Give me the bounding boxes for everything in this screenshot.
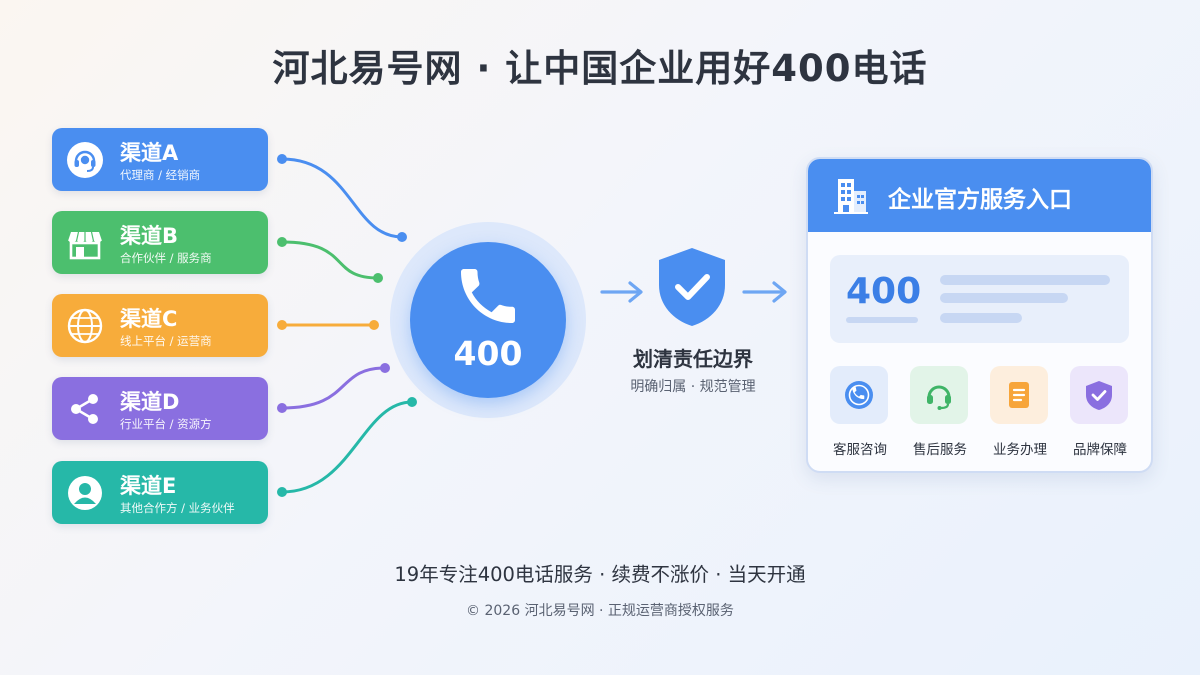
connector-dot — [369, 320, 379, 330]
channel-card-e[interactable]: 渠道E 其他合作方 / 业务伙伴 — [52, 461, 268, 524]
channel-card-c[interactable]: 渠道C 线上平台 / 运营商 — [52, 294, 268, 357]
support-phone-icon — [845, 381, 873, 409]
channel-name: 渠道E — [120, 474, 177, 498]
official-service-panel: 企业官方服务入口 400 客服咨询 售后服务 — [806, 157, 1153, 473]
number-card: 400 — [830, 255, 1129, 343]
connector-dot — [277, 320, 287, 330]
page-title: 河北易号网 · 让中国企业用好400电话 — [272, 47, 928, 90]
channel-name: 渠道B — [120, 224, 179, 248]
hub-400-circle[interactable]: 400 — [410, 242, 566, 398]
placeholder-bar — [940, 293, 1068, 303]
hub-label: 400 — [453, 334, 523, 373]
service-label: 品牌保障 — [1073, 442, 1127, 458]
boundary-title: 划清责任边界 — [633, 347, 753, 371]
placeholder-bar — [940, 275, 1110, 285]
channel-name: 渠道C — [120, 307, 178, 331]
channel-desc: 代理商 / 经销商 — [120, 168, 201, 182]
headset-icon — [67, 142, 103, 178]
channel-card-d[interactable]: 渠道D 行业平台 / 资源方 — [52, 377, 268, 440]
panel-title: 企业官方服务入口 — [888, 187, 1072, 213]
connector-line — [281, 400, 413, 494]
channel-desc: 行业平台 / 资源方 — [120, 417, 212, 431]
connector-dot — [380, 363, 390, 373]
service-business[interactable]: 业务办理 — [990, 366, 1050, 458]
connector-line — [281, 366, 386, 410]
placeholder-bar — [940, 313, 1022, 323]
footer-tagline: 19年专注400电话服务 · 续费不涨价 · 当天开通 — [394, 563, 806, 586]
connector-dot — [397, 232, 407, 242]
globe-icon — [67, 308, 103, 344]
connector-dot — [277, 237, 287, 247]
phone-icon — [461, 269, 515, 323]
connector-dot — [277, 487, 287, 497]
arrow-right-icon — [600, 281, 643, 303]
document-icon — [1009, 382, 1029, 408]
headset-icon — [927, 385, 951, 410]
channel-card-a[interactable]: 渠道A 代理商 / 经销商 — [52, 128, 268, 191]
service-brand-guarantee[interactable]: 品牌保障 — [1070, 366, 1130, 458]
official-number: 400 — [846, 271, 922, 312]
service-label: 客服咨询 — [833, 442, 887, 458]
footer-copyright: © 2026 河北易号网 · 正规运营商授权服务 — [466, 603, 734, 619]
connector-line — [281, 240, 379, 280]
channel-desc: 线上平台 / 运营商 — [120, 334, 212, 348]
user-icon — [68, 476, 102, 510]
connector-dot — [407, 397, 417, 407]
service-label: 售后服务 — [913, 442, 967, 458]
shield-check-icon — [1086, 381, 1112, 410]
panel-header: 企业官方服务入口 — [808, 159, 1151, 232]
shield-check-icon — [659, 248, 725, 326]
boundary-subtitle: 明确归属 · 规范管理 — [630, 379, 756, 395]
channel-card-b[interactable]: 渠道B 合作伙伴 / 服务商 — [52, 211, 268, 274]
channel-name: 渠道D — [120, 390, 180, 414]
service-customer-consult[interactable]: 客服咨询 — [830, 366, 890, 458]
connector-dot — [277, 154, 287, 164]
channel-desc: 合作伙伴 / 服务商 — [120, 251, 212, 265]
placeholder-bar — [846, 317, 918, 323]
storefront-icon — [67, 231, 103, 260]
share-icon — [71, 394, 98, 424]
channel-desc: 其他合作方 / 业务伙伴 — [120, 501, 235, 515]
building-icon — [834, 179, 868, 214]
connector-dot — [373, 273, 383, 283]
connector-dot — [277, 403, 287, 413]
service-label: 业务办理 — [993, 442, 1047, 458]
connector-line — [281, 157, 403, 239]
channel-name: 渠道A — [120, 141, 179, 165]
service-after-sales[interactable]: 售后服务 — [910, 366, 970, 458]
arrow-right-icon — [742, 281, 787, 303]
